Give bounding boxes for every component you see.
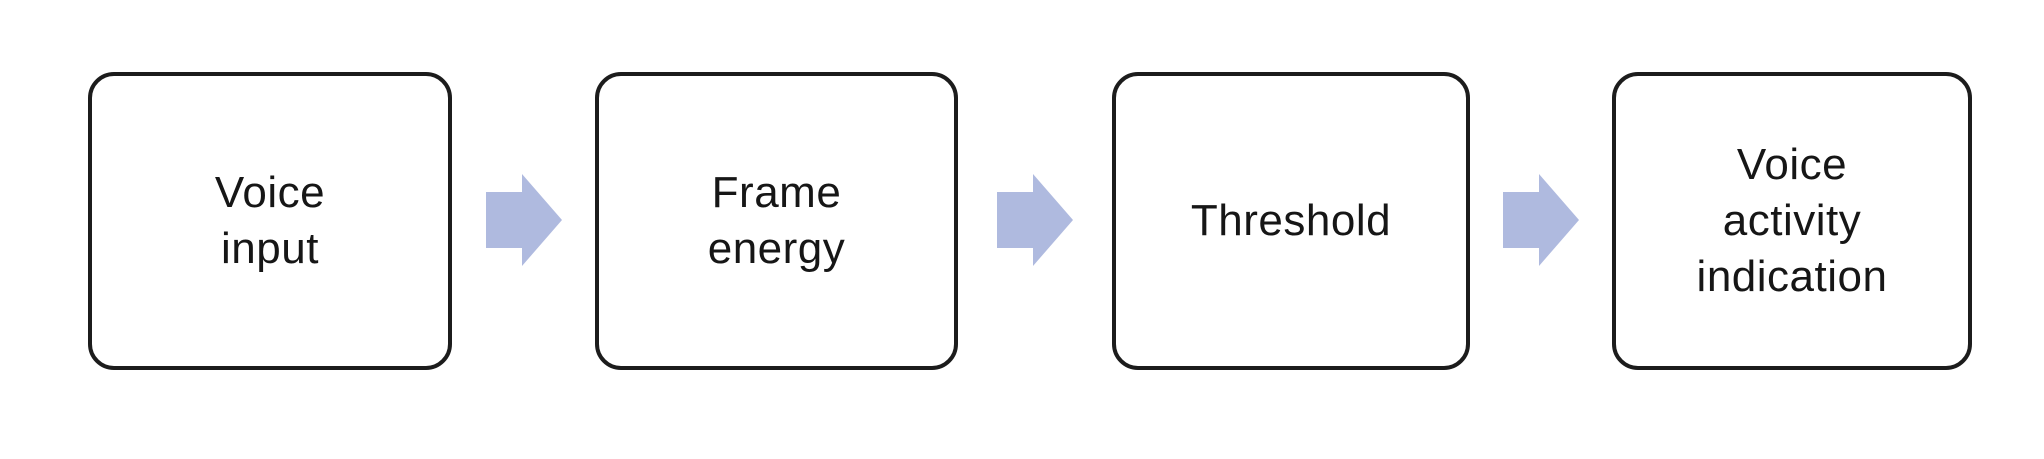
node-frame-energy-label: Frame energy bbox=[707, 168, 846, 273]
flow-arrow-icon bbox=[997, 174, 1073, 266]
node-voice-activity-indication: Voice activity indication bbox=[1612, 72, 1972, 370]
node-threshold-label: Threshold bbox=[1190, 196, 1392, 245]
flow-arrow-icon bbox=[486, 174, 562, 266]
node-threshold: Threshold bbox=[1112, 72, 1470, 370]
node-voice-input: Voice input bbox=[88, 72, 452, 370]
node-voice-input-label: Voice input bbox=[214, 168, 326, 273]
node-frame-energy: Frame energy bbox=[595, 72, 958, 370]
node-voice-activity-indication-label: Voice activity indication bbox=[1696, 140, 1888, 301]
flow-arrow-icon bbox=[1503, 174, 1579, 266]
